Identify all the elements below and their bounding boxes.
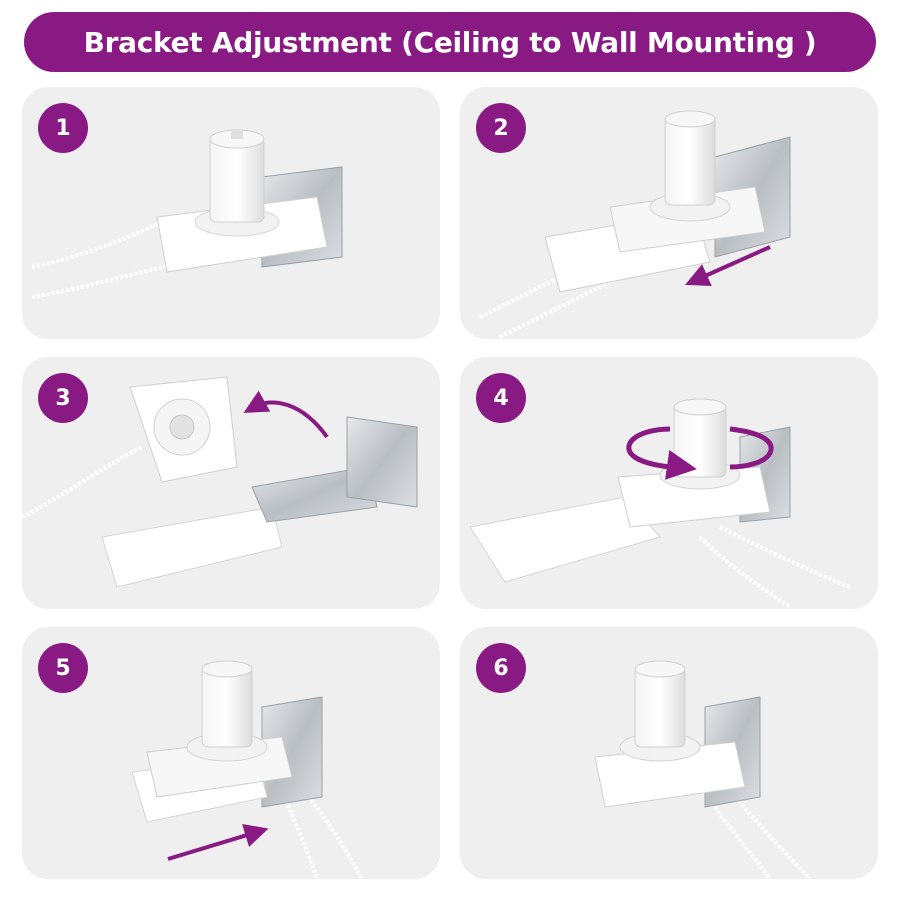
- bracket-illustration: [131, 660, 364, 879]
- step-number-badge: 1: [38, 103, 88, 153]
- bracket-illustration: [479, 110, 791, 339]
- rotate-arrows-icon: [626, 426, 774, 480]
- slide-arrow-icon: [685, 245, 771, 287]
- step-panel-4: 4: [460, 357, 878, 609]
- bracket-illustration: [22, 376, 418, 588]
- step-number-badge: 2: [476, 103, 526, 153]
- step-number-badge: 6: [476, 643, 526, 693]
- step-number-badge: 3: [38, 373, 88, 423]
- step-panel-6: 6: [460, 627, 878, 879]
- slide-arrow-icon: [167, 824, 269, 861]
- step-panel-3: 3: [22, 357, 440, 609]
- step-panel-1: 1: [22, 87, 440, 339]
- bracket-illustration: [594, 660, 812, 879]
- bracket-illustration: [469, 398, 851, 609]
- bracket-illustration: [31, 129, 343, 299]
- step-panel-2: 2: [460, 87, 878, 339]
- step-number-badge: 5: [38, 643, 88, 693]
- page-title: Bracket Adjustment (Ceiling to Wall Moun…: [83, 25, 817, 59]
- curved-arrow-icon: [243, 390, 329, 439]
- step-panel-5: 5: [22, 627, 440, 879]
- step-number-badge: 4: [476, 373, 526, 423]
- title-banner: Bracket Adjustment (Ceiling to Wall Moun…: [24, 12, 876, 72]
